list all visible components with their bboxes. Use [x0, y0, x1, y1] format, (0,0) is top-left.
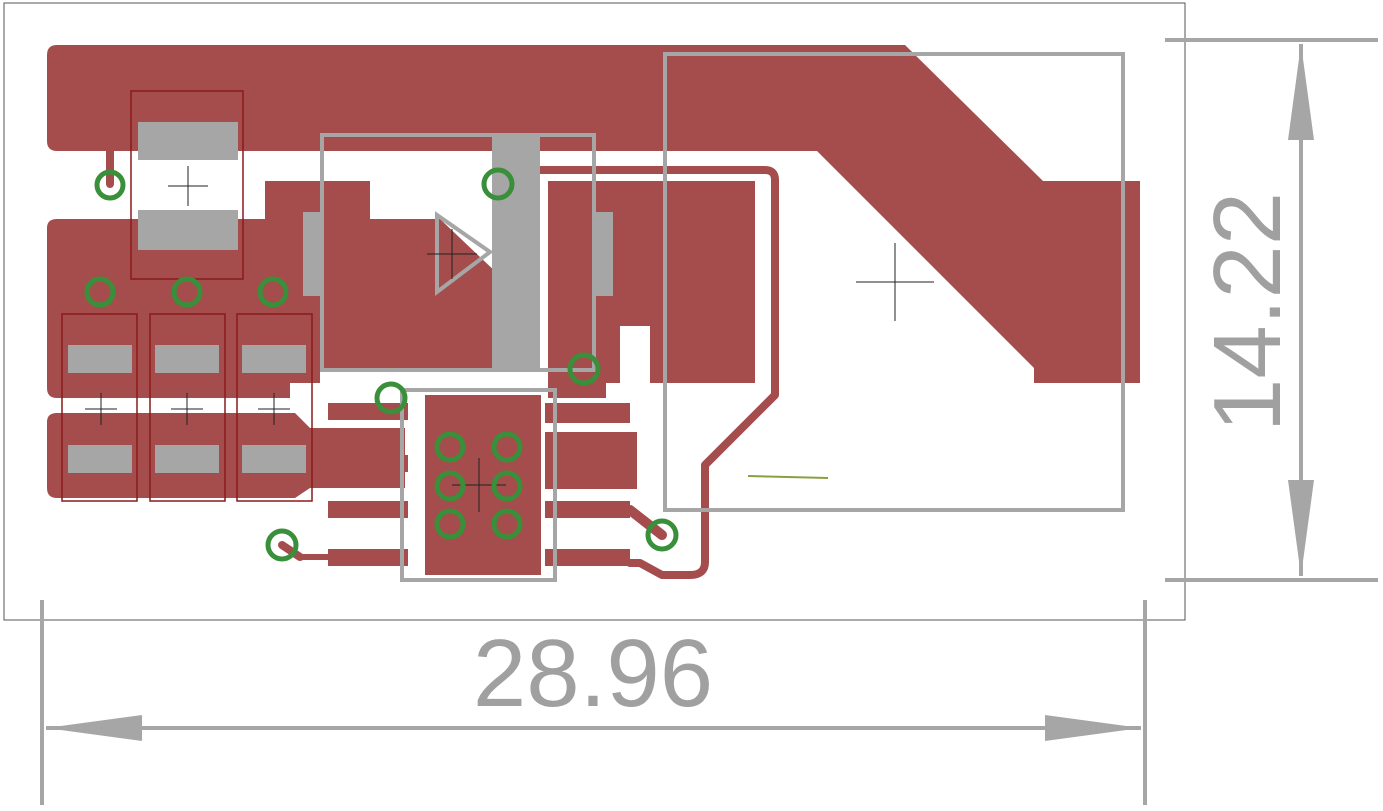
copper-ic-pin-r1	[545, 403, 630, 423]
via-7	[374, 381, 408, 415]
silk-diode-tab-right	[596, 212, 613, 296]
copper-ic-pin-r3	[545, 501, 630, 518]
silk-cap1-pad-b	[68, 445, 132, 473]
silk-ic-outline	[400, 388, 557, 582]
dimension-width: 28.96	[40, 600, 1147, 805]
silk-cap3-pad-a	[242, 345, 306, 373]
cross-cap3-icon	[258, 393, 290, 425]
outline-cap-3	[236, 313, 313, 502]
via-10	[434, 470, 466, 502]
silk-cap-top-pad-1	[138, 122, 238, 160]
silk-diode-outline	[320, 133, 596, 372]
origin-crosses	[85, 166, 934, 512]
copper-top-power-trace	[47, 45, 1140, 383]
via-5	[257, 276, 289, 308]
silk-diode-band	[492, 136, 540, 369]
copper-ic-pin-l2	[328, 455, 408, 472]
via-9	[491, 431, 523, 463]
via-3	[84, 276, 116, 308]
silk-cap2-pad-a	[155, 345, 219, 373]
board-outline	[3, 2, 1186, 621]
via-4	[171, 276, 203, 308]
silk-cap2-pad-b	[155, 445, 219, 473]
trace-via-bottom-left	[278, 541, 304, 561]
dim-width-arrow-left-icon	[46, 715, 142, 741]
dim-height-arrow-down-icon	[1288, 480, 1314, 576]
dim-width-arrow-right-icon	[1045, 715, 1141, 741]
dim-width-label: 28.96	[473, 620, 713, 727]
trace-loop-right	[536, 166, 779, 579]
cross-cap-top-icon	[168, 166, 208, 206]
dim-height-label: 14.22	[1194, 192, 1301, 432]
silk-cap-top-pad-2	[138, 210, 238, 250]
vias	[84, 167, 679, 562]
silk-small-marker	[747, 475, 829, 479]
silk-cap1-pad-a	[68, 345, 132, 373]
trace-ic-to-via-right	[625, 505, 667, 540]
via-11	[491, 470, 523, 502]
cross-inductor-icon	[856, 243, 934, 321]
via-8	[434, 431, 466, 463]
copper-ic-pin-l1	[328, 403, 408, 420]
via-13	[491, 508, 523, 540]
via-12	[434, 508, 466, 540]
copper-right-diode-block	[548, 181, 755, 398]
silkscreen-layer	[68, 122, 613, 473]
cross-cap1-icon	[85, 393, 117, 425]
via-14	[645, 518, 679, 552]
outline-cap-2	[149, 313, 226, 502]
via-15	[265, 528, 299, 562]
silk-inductor-outline	[663, 52, 1125, 512]
via-1	[94, 169, 126, 201]
cross-cap2-icon	[171, 393, 203, 425]
copper-thin-traces	[106, 147, 779, 579]
silk-cap3-pad-b	[242, 445, 306, 473]
copper-ic-pin-r4	[545, 549, 630, 566]
cross-diode-icon	[427, 229, 477, 279]
copper-ic-pin-l3	[328, 501, 408, 518]
copper-ic-pin-r2	[545, 432, 637, 489]
outline-cap-1	[61, 313, 138, 502]
silk-diode-tab-left	[303, 212, 320, 296]
via-6	[567, 352, 601, 386]
dimension-height: 14.22	[1165, 38, 1378, 582]
via-2	[481, 167, 515, 201]
dim-height-arrow-up-icon	[1288, 44, 1314, 140]
copper-ic-pin-l4	[328, 549, 408, 566]
